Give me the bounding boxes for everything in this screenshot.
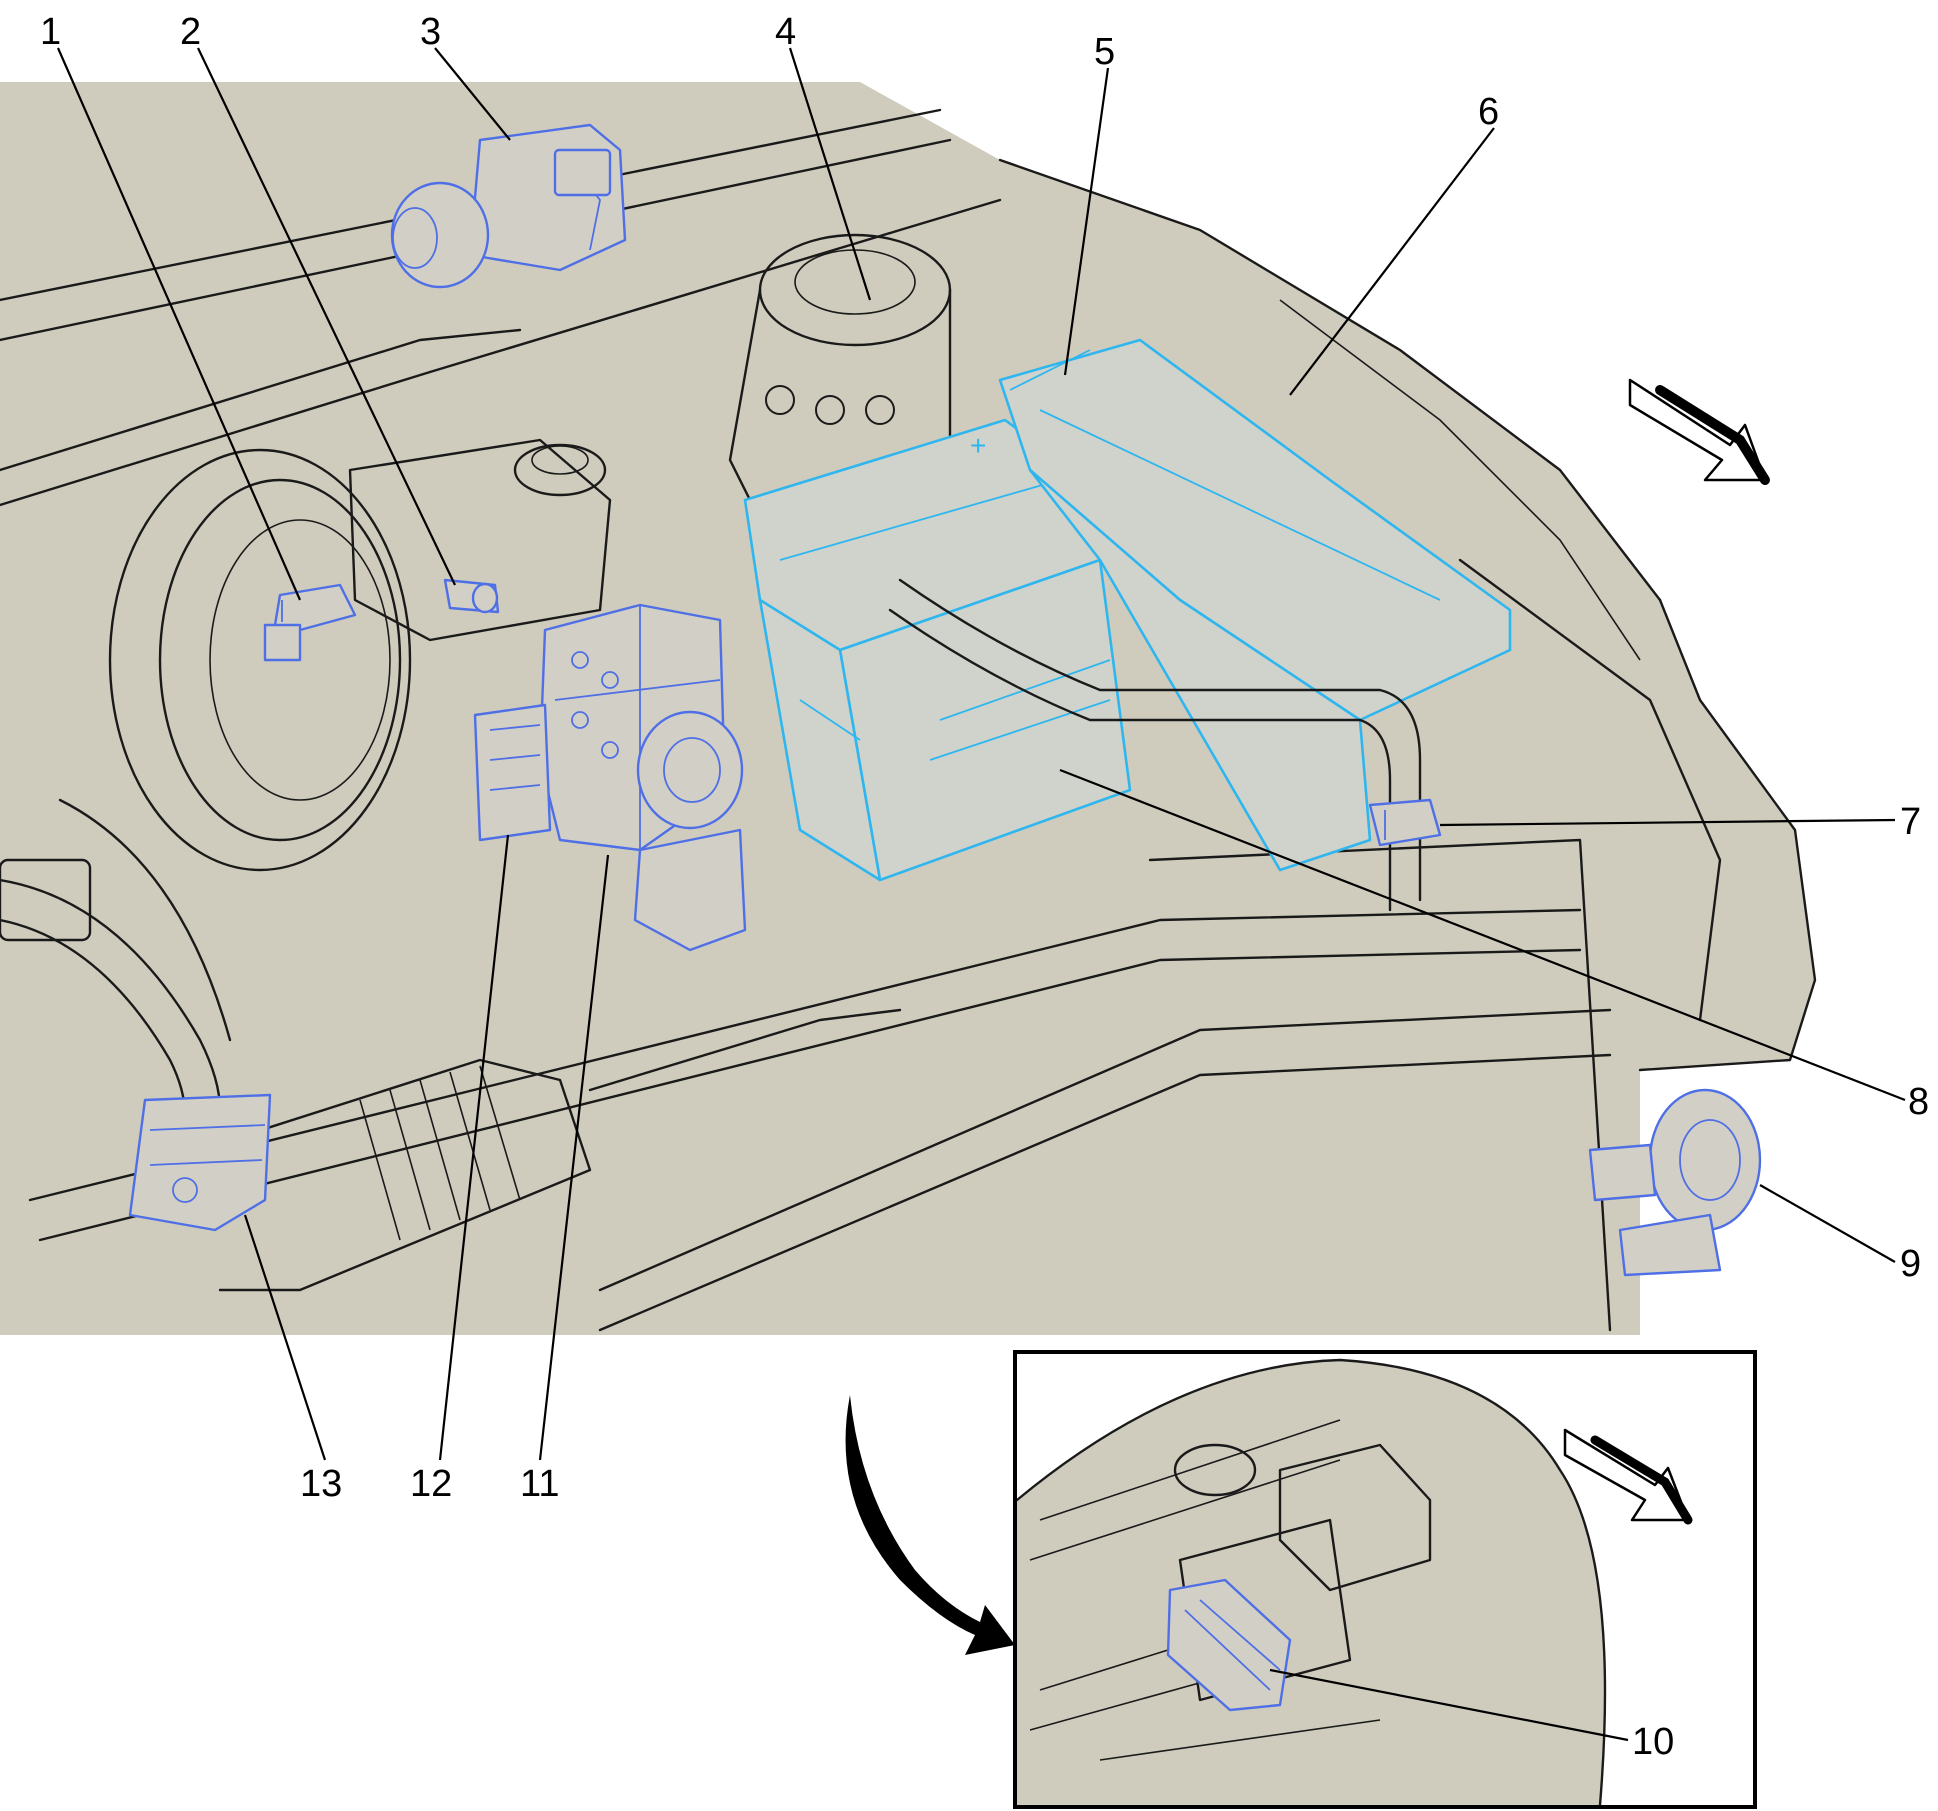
abs-modulator bbox=[538, 603, 747, 952]
svg-text:+: + bbox=[970, 430, 986, 461]
callout-13: 13 bbox=[300, 1463, 342, 1505]
callout-10: 10 bbox=[1632, 1721, 1674, 1763]
battery-sensor-connector bbox=[1368, 798, 1442, 847]
callout-9: 9 bbox=[1900, 1243, 1921, 1285]
forward-direction-arrow-icon bbox=[1563, 1428, 1693, 1525]
steering-rack bbox=[218, 1008, 902, 1292]
brake-fluid-level-sensor bbox=[443, 578, 500, 614]
callout-8: 8 bbox=[1908, 1081, 1929, 1123]
brake-pressure-sensor bbox=[263, 583, 357, 662]
brake-fluid-reservoir bbox=[348, 438, 612, 642]
battery-hold-down bbox=[888, 578, 1422, 912]
inset-view bbox=[1013, 1350, 1757, 1809]
callout-1: 1 bbox=[40, 11, 61, 53]
battery-cover bbox=[998, 338, 1512, 872]
callout-leaders bbox=[56, 47, 1906, 1742]
callout-4: 4 bbox=[775, 11, 796, 53]
electronic-brake-control-module bbox=[473, 703, 552, 842]
battery: + bbox=[743, 418, 1132, 882]
frame-structure bbox=[0, 108, 1817, 1332]
forward-direction-arrow-icon bbox=[1628, 378, 1770, 485]
main-view: + bbox=[0, 82, 1817, 1335]
callout-2: 2 bbox=[180, 11, 201, 53]
callout-11: 11 bbox=[520, 1463, 559, 1505]
callout-7: 7 bbox=[1900, 801, 1921, 843]
callout-labels: 1 2 3 4 5 6 7 8 9 10 11 12 13 bbox=[40, 11, 1929, 1763]
callout-3: 3 bbox=[420, 11, 441, 53]
callout-5: 5 bbox=[1094, 31, 1115, 73]
curved-pointer-arrow-icon bbox=[845, 1395, 1015, 1655]
horn bbox=[1588, 1088, 1762, 1277]
callout-6: 6 bbox=[1478, 91, 1499, 133]
wiper-motor bbox=[390, 123, 627, 289]
wiring-bracket bbox=[128, 1093, 272, 1232]
callout-12: 12 bbox=[410, 1463, 452, 1505]
brake-booster bbox=[108, 448, 412, 872]
